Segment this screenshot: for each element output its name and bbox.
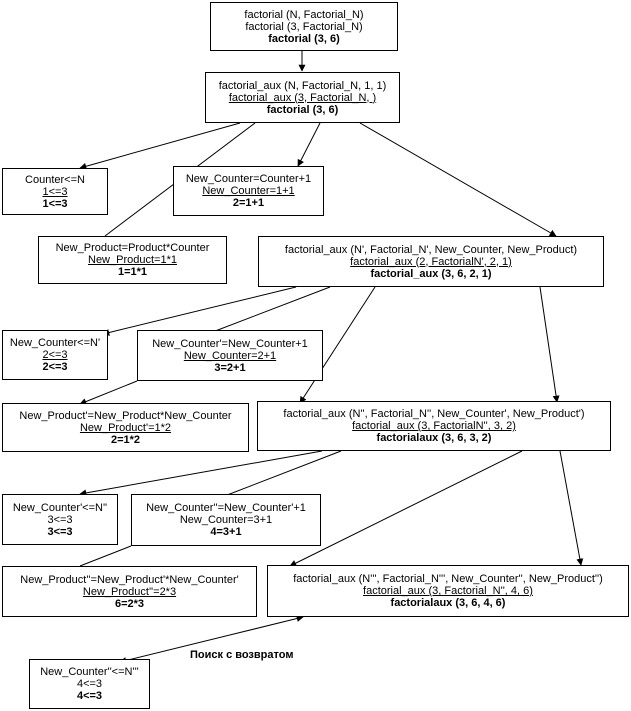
node-n9-line-1: factorial_aux (N'', Factorial_N'', New_C… xyxy=(283,408,585,420)
node-n5-line-3: factorial_aux (3, 6, 2, 1) xyxy=(370,267,492,280)
node-n3-line-1: New_Counter=Counter+1 xyxy=(185,173,312,185)
edge-n9-n11 xyxy=(221,450,342,498)
node-n0-line-2: factorial (3, Factorial_N) xyxy=(245,20,363,33)
node-n8: New_Product'=New_Product*New_Counter New… xyxy=(2,403,249,452)
node-n6-line-3: 2<=3 xyxy=(42,361,68,373)
node-n12-line-3: 6=2*3 xyxy=(114,597,145,610)
node-n4-line-3: 1=1*1 xyxy=(117,266,148,278)
node-n11-line-2: New_Counter=3+1 xyxy=(179,514,273,526)
edge-n5-n9-right xyxy=(539,286,560,403)
node-n0: factorial (N, Factorial_N) factorial (3,… xyxy=(210,2,398,51)
node-n4-line-2: New_Product=1*1 xyxy=(88,254,177,266)
node-n1-line-1: factorial_aux (N, Factorial_N, 1, 1) xyxy=(218,79,387,92)
backtracking-caption: Поиск с возвратом xyxy=(190,649,294,661)
node-n1-line-2: factorial_aux (3, Factorial_N, ) xyxy=(228,91,377,104)
node-n3: New_Counter=Counter+1 New_Counter=1+1 2=… xyxy=(173,166,324,216)
node-n7-line-3: 3=2+1 xyxy=(214,361,246,374)
edge-backtrack xyxy=(119,615,304,664)
node-n13-line-1: factorial_aux (N''', Factorial_N''', New… xyxy=(293,573,603,585)
node-n6-line-2: 2<=3 xyxy=(42,349,68,361)
node-n14-line-2: 4<=3 xyxy=(76,678,103,690)
node-n3-line-2: New_Counter=1+1 xyxy=(202,185,295,197)
node-n14-line-3: 4<=3 xyxy=(76,690,103,702)
node-n6: New_Counter<=N' 2<=3 2<=3 xyxy=(2,330,108,380)
node-n13-line-2: factorial_aux (3, Factorial_N'', 4, 6) xyxy=(363,585,533,597)
node-n2-line-2: 1<=3 xyxy=(42,185,68,198)
node-n14-line-1: New_Counter''<=N''' xyxy=(40,666,139,678)
node-n6-line-1: New_Counter<=N' xyxy=(9,337,101,349)
node-n10-line-2: 3<=3 xyxy=(47,513,73,526)
node-n7-line-1: New_Counter'=New_Counter+1 xyxy=(152,337,308,350)
node-n13-line-3: factorialaux (3, 6, 4, 6) xyxy=(390,597,506,609)
edge-n5-n9 xyxy=(299,286,376,404)
edge-n1-n3 xyxy=(297,122,321,167)
node-n11-line-1: New_Counter''=New_Counter'+1 xyxy=(146,502,306,514)
node-n10-line-3: 3<=3 xyxy=(47,525,73,538)
node-n3-line-3: 2=1+1 xyxy=(232,197,265,209)
node-n1: factorial_aux (N, Factorial_N, 1, 1) fac… xyxy=(205,72,400,123)
node-n11: New_Counter''=New_Counter'+1 New_Counter… xyxy=(131,494,321,546)
edge-n11-n12 xyxy=(79,545,132,567)
node-n7: New_Counter'=New_Counter+1 New_Counter=2… xyxy=(137,330,323,381)
node-n8-line-1: New_Product'=New_Product*New_Counter xyxy=(19,409,232,422)
node-n7-line-2: New_Counter=2+1 xyxy=(183,349,277,362)
edge-n5-n6 xyxy=(102,286,297,336)
node-n0-line-1: factorial (N, Factorial_N) xyxy=(244,8,364,21)
node-n2-line-1: Counter<=N xyxy=(25,173,85,186)
node-n1-line-3: factorial (3, 6) xyxy=(266,103,339,116)
edge-n9-n10 xyxy=(79,450,323,497)
node-n12: New_Product''=New_Product'*New_Counter' … xyxy=(2,566,257,617)
node-n5: factorial_aux (N', Factorial_N', New_Cou… xyxy=(258,236,604,287)
node-n5-line-1: factorial_aux (N', Factorial_N', New_Cou… xyxy=(284,243,578,256)
node-n11-line-3: 4=3+1 xyxy=(210,526,242,538)
node-n13: factorial_aux (N''', Factorial_N''', New… xyxy=(267,565,629,617)
node-n8-line-3: 2=1*2 xyxy=(110,433,141,446)
edge-n9-n13-right xyxy=(559,450,584,566)
edge-n1-n2 xyxy=(79,122,241,170)
edge-n1-n5 xyxy=(359,122,557,237)
node-n2: Counter<=N 1<=3 1<=3 xyxy=(2,168,108,215)
node-n0-line-3: factorial (3, 6) xyxy=(268,32,340,45)
node-n9-line-3: factorialaux (3, 6, 3, 2) xyxy=(376,432,492,444)
node-n9-line-2: factorial_aux (3, FactorialN'', 3, 2) xyxy=(352,420,516,432)
node-n12-line-1: New_Product''=New_Product'*New_Counter' xyxy=(20,573,239,586)
node-n14: New_Counter''<=N''' 4<=3 4<=3 xyxy=(29,659,150,709)
edge-n7-n8 xyxy=(79,380,138,405)
edge-n9-n13 xyxy=(289,450,523,567)
node-n2-line-3: 1<=3 xyxy=(42,197,68,210)
node-n10-line-1: New_Counter'<=N'' xyxy=(12,501,108,514)
node-n12-line-2: New_Product''=2*3 xyxy=(82,585,177,598)
node-n5-line-2: factorial_aux (2, FactorialN', 2, 1) xyxy=(350,255,512,268)
node-n8-line-2: New_Product'=1*2 xyxy=(79,421,172,434)
edge-n5-n7 xyxy=(209,286,331,334)
node-n10: New_Counter'<=N'' 3<=3 3<=3 xyxy=(2,494,118,545)
node-n4-line-1: New_Product=Product*Counter xyxy=(55,242,210,254)
node-n4: New_Product=Product*Counter New_Product=… xyxy=(38,236,227,284)
node-n9: factorial_aux (N'', Factorial_N'', New_C… xyxy=(257,401,611,451)
